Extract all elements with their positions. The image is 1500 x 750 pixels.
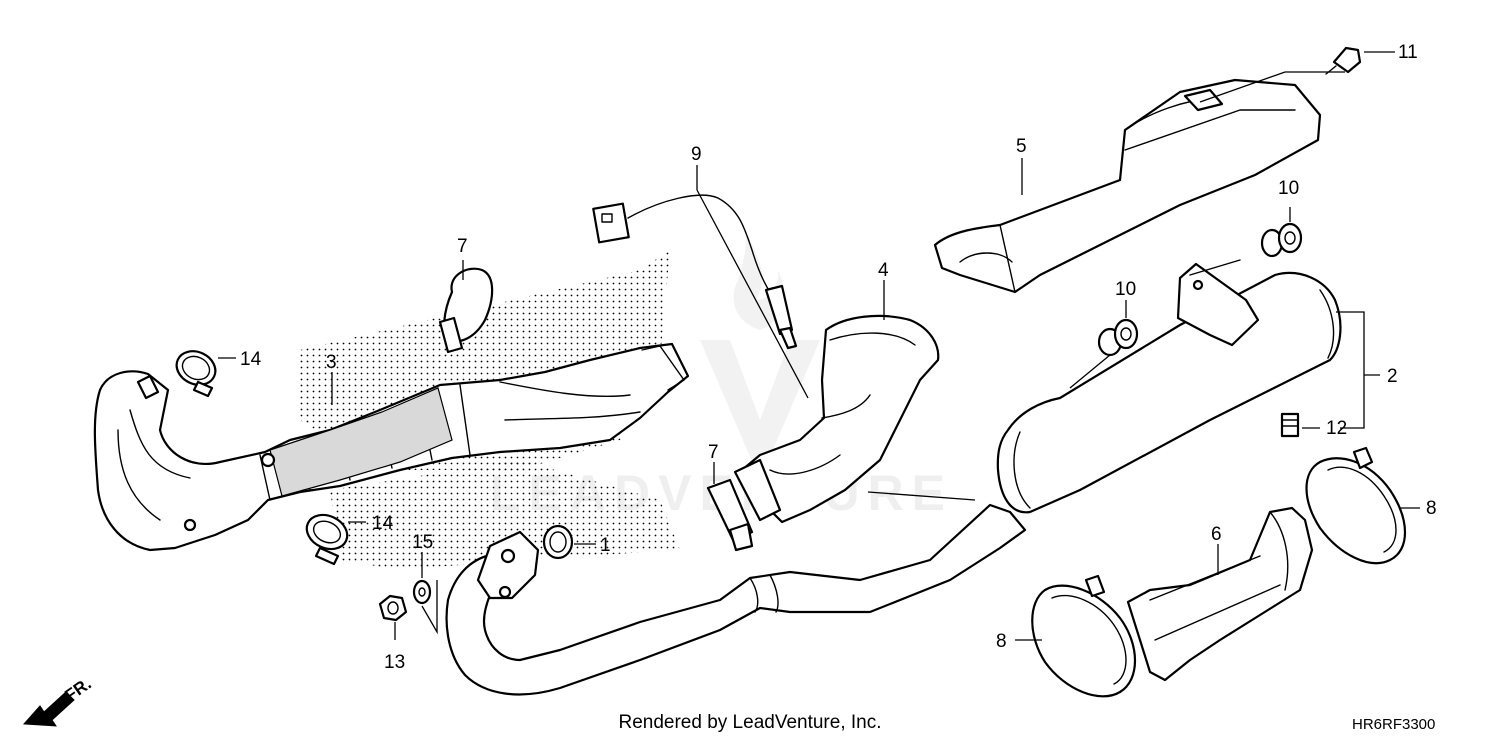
part-5-muffler-cover [933, 78, 1322, 294]
callout-6: 6 [1211, 524, 1222, 545]
part-13-nut [378, 594, 408, 622]
callout-10-upper: 10 [1278, 178, 1299, 199]
callout-12: 12 [1326, 418, 1347, 439]
diagram-code: HR6RF3300 [1352, 716, 1436, 733]
callout-14-upper: 14 [240, 349, 262, 370]
part-15-washer [412, 579, 432, 605]
leader-lines [218, 51, 1420, 641]
callout-10-lower: 10 [1115, 279, 1136, 300]
callout-labels: 1 2 3 4 5 6 7 7 8 8 9 10 10 11 12 13 14 … [240, 42, 1437, 673]
part-14-clamp-lower [305, 513, 349, 566]
callout-2: 2 [1387, 366, 1398, 387]
part-8-clamp-left [1031, 574, 1137, 698]
part-1-gasket [542, 524, 574, 560]
callout-7-upper: 7 [457, 236, 468, 257]
callout-7-lower: 7 [708, 442, 719, 463]
part-6-tailpipe-shield [1126, 506, 1314, 682]
part-7-clamp-lower [706, 478, 754, 552]
part-10-grommet-upper [1260, 222, 1303, 258]
callout-4: 4 [878, 260, 889, 281]
rendered-by-footer: Rendered by LeadVenture, Inc. [618, 712, 882, 733]
callout-5: 5 [1016, 136, 1027, 157]
callout-11: 11 [1398, 42, 1418, 63]
part-2-muffler [996, 259, 1342, 514]
part-12-plug [1280, 412, 1300, 438]
callout-13: 13 [384, 652, 405, 673]
part-14-clamp-upper [175, 350, 217, 398]
callout-1: 1 [600, 535, 611, 556]
part-4-heat-shield [733, 314, 940, 524]
callout-8-right: 8 [1426, 498, 1437, 519]
part-8-clamp-right [1305, 446, 1407, 565]
muffler-inlet-pipe [445, 503, 1027, 696]
callout-8-left: 8 [996, 631, 1007, 652]
callout-15: 15 [412, 532, 433, 553]
part-11-bolt [1325, 46, 1362, 75]
part-9-o2-sensor [592, 194, 798, 350]
callout-3: 3 [326, 352, 337, 373]
part-7-clamp-upper [438, 267, 494, 354]
callout-14-lower: 14 [372, 513, 394, 534]
part-3-exhaust-pipe [93, 342, 690, 552]
callout-9: 9 [691, 144, 702, 165]
part-10-grommet-lower [1097, 318, 1139, 357]
